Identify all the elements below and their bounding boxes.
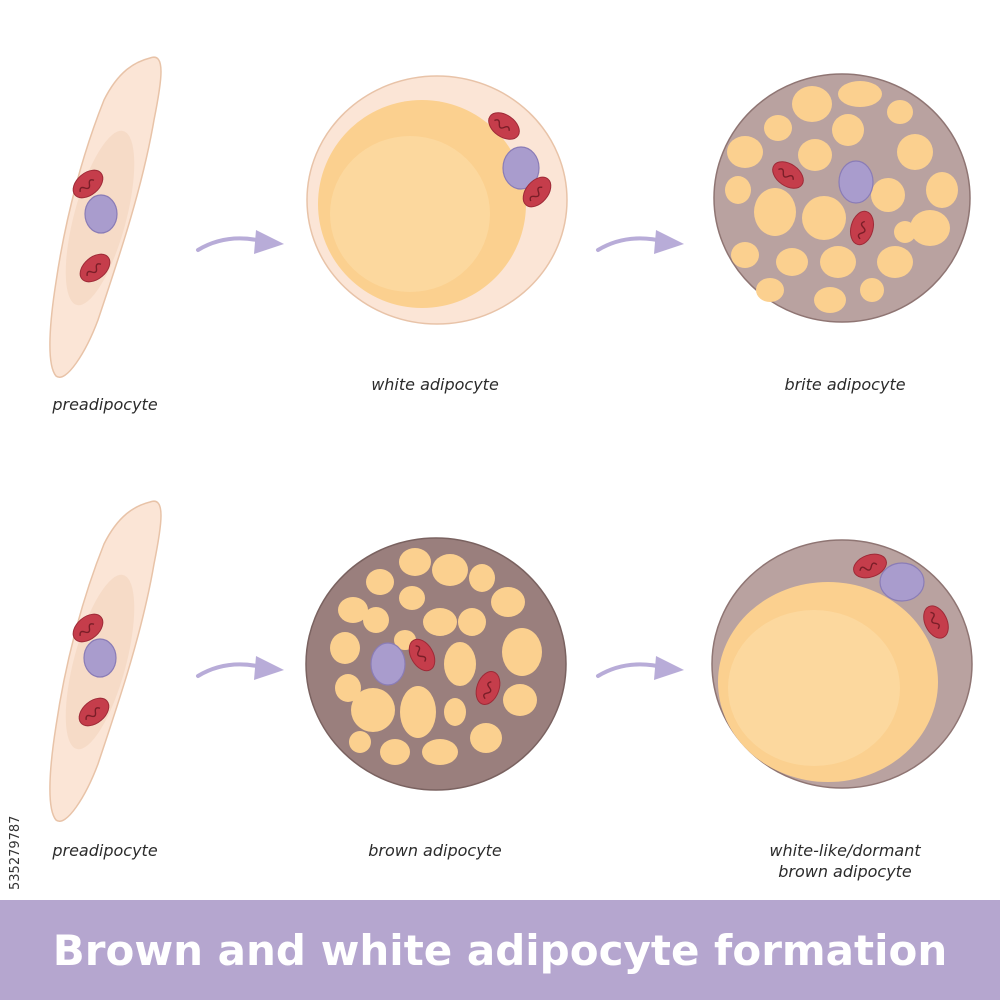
title-banner: Brown and white adipocyte formation	[0, 900, 1000, 1000]
label-preadipocyte-bottom: preadipocyte	[52, 841, 158, 860]
page-title: Brown and white adipocyte formation	[52, 926, 948, 975]
label-brite-adipocyte: brite adipocyte	[784, 375, 906, 394]
label-dormant-line1: white-like/dormant	[769, 841, 921, 860]
dormant-brown-adipocyte-cell	[711, 539, 973, 789]
arrow-right-icon	[596, 228, 686, 256]
nucleus-icon	[502, 146, 540, 190]
label-brown-adipocyte: brown adipocyte	[368, 841, 502, 860]
arrow-right-icon	[596, 654, 686, 682]
nucleus-icon	[83, 638, 117, 678]
arrow-right-icon	[196, 654, 286, 682]
label-dormant-line2: brown adipocyte	[778, 862, 912, 881]
arrow-right-icon	[196, 228, 286, 256]
stock-id: 535279787	[8, 815, 23, 890]
nucleus-icon	[838, 160, 874, 204]
brown-adipocyte-cell	[305, 537, 567, 791]
nucleus-icon	[370, 642, 406, 686]
brite-adipocyte-cell	[713, 73, 971, 323]
label-white-adipocyte: white adipocyte	[371, 375, 499, 394]
nucleus-icon	[84, 194, 118, 234]
white-adipocyte-cell	[306, 75, 568, 325]
nucleus-icon	[879, 562, 925, 602]
preadipocyte-cell-top	[49, 56, 162, 378]
label-dormant-brown-adipocyte: white-like/dormant brown adipocyte	[730, 840, 960, 882]
label-preadipocyte-top: preadipocyte	[52, 395, 158, 414]
preadipocyte-cell-bottom	[49, 500, 162, 822]
